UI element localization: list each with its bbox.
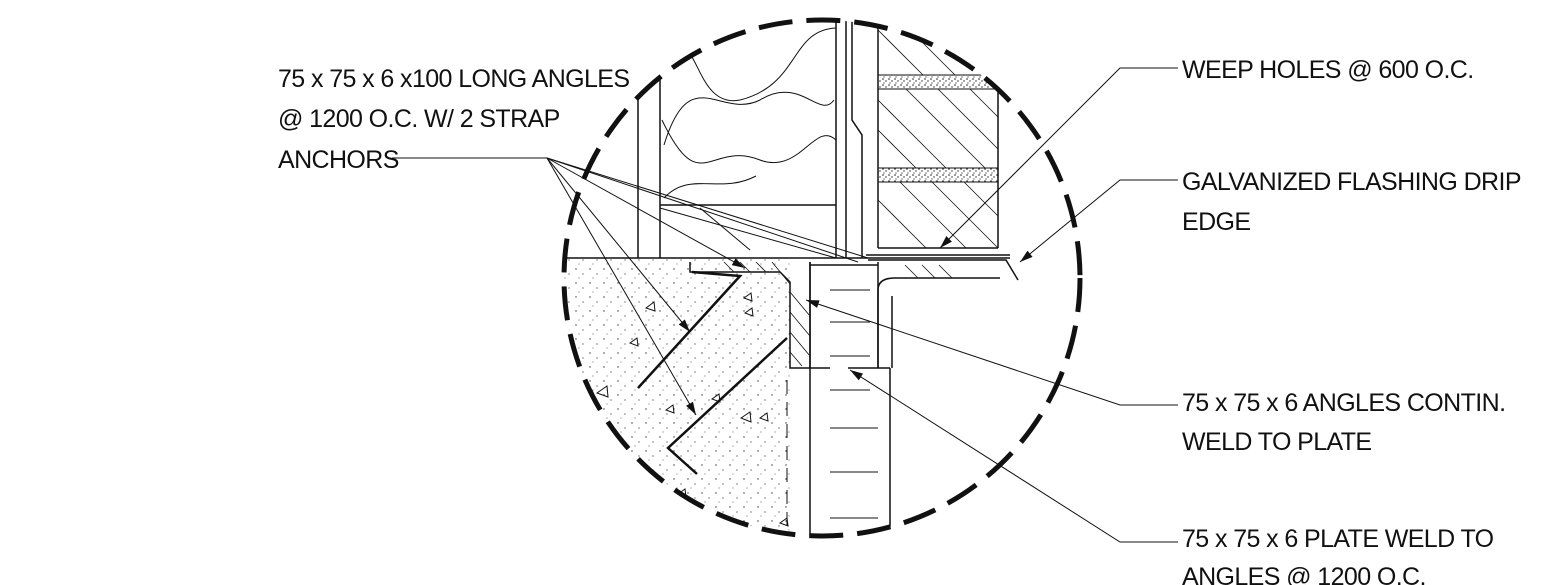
callout-plate-weld: 75 x 75 x 6 PLATE WELD TO ANGLES @ 1200 … — [1182, 525, 1494, 585]
callout-angles-contin: 75 x 75 x 6 ANGLES CONTIN. WELD TO PLATE — [1182, 389, 1506, 456]
flashing-drip-edge — [868, 259, 1019, 281]
callout-flashing-line-2: EDGE — [1182, 208, 1250, 236]
callout-angles-long-line-1: 75 x 75 x 6 x100 LONG ANGLES — [278, 65, 629, 93]
callout-weep-holes-line-1: WEEP HOLES @ 600 O.C. — [1182, 56, 1474, 84]
callout-angles-contin-line-1: 75 x 75 x 6 ANGLES CONTIN. — [1182, 389, 1505, 417]
callout-angles-long-line-3: ANCHORS — [278, 146, 399, 174]
callout-angles-long: 75 x 75 x 6 x100 LONG ANGLES @ 1200 O.C.… — [278, 65, 630, 174]
callout-flashing-line-1: GALVANIZED FLASHING DRIP — [1182, 168, 1521, 196]
concrete-slab — [564, 257, 1010, 536]
leader-lines — [392, 67, 1178, 543]
callout-flashing: GALVANIZED FLASHING DRIP EDGE — [1182, 168, 1522, 236]
callout-plate-weld-line-2: ANGLES @ 1200 O.C. — [1182, 563, 1426, 585]
callout-angles-contin-line-2: WELD TO PLATE — [1182, 428, 1371, 456]
detail-circle — [561, 17, 1083, 539]
strap-anchors — [637, 270, 788, 475]
callout-angles-long-line-2: @ 1200 O.C. W/ 2 STRAP — [278, 105, 560, 133]
sheathing — [845, 20, 1010, 258]
steel-plate — [809, 262, 1000, 536]
callout-plate-weld-line-1: 75 x 75 x 6 PLATE WELD TO — [1182, 525, 1494, 553]
insulation — [637, 20, 837, 259]
detail-section — [564, 20, 1019, 536]
callout-weep-holes: WEEP HOLES @ 600 O.C. — [1182, 56, 1474, 84]
brick-veneer — [877, 20, 999, 249]
